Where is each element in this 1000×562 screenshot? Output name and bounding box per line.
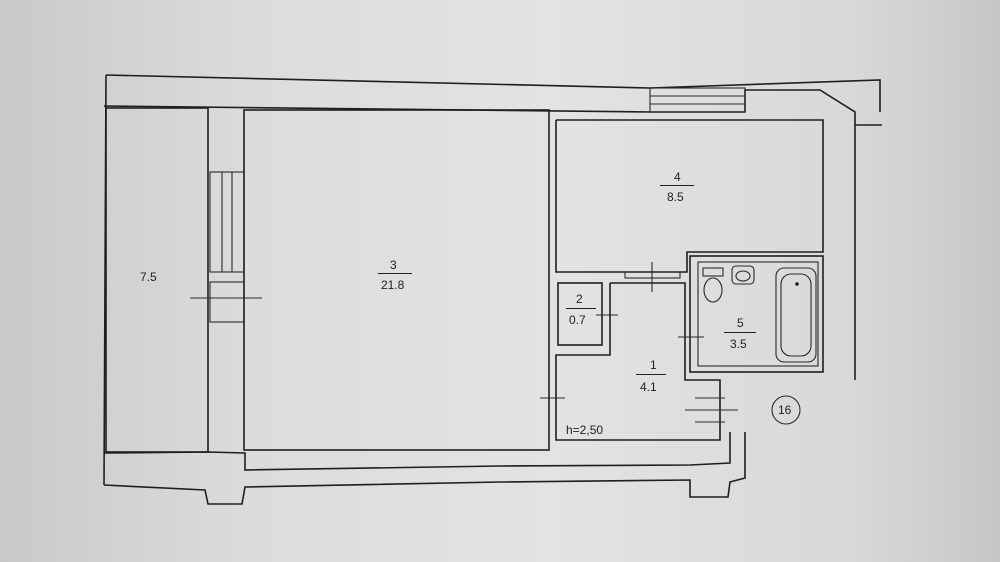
room-4-divider <box>660 185 694 186</box>
bathtub-icon <box>775 267 817 363</box>
toilet-icon <box>702 267 724 303</box>
room-5 <box>689 255 824 373</box>
window-top <box>649 87 746 113</box>
room-2 <box>557 282 603 346</box>
outer-wall-bottom <box>103 432 746 505</box>
sink-icon <box>731 265 755 285</box>
room-balcony <box>105 107 209 453</box>
outer-wall-top <box>105 74 881 112</box>
room-3-divider <box>378 273 412 274</box>
room-1 <box>555 282 721 441</box>
room-1-divider <box>636 374 666 375</box>
room-1-number: 1 <box>650 358 657 372</box>
room-4 <box>555 119 824 273</box>
room-3 <box>243 109 550 451</box>
entrance-door <box>685 397 738 423</box>
room-2-number: 2 <box>576 292 583 306</box>
room-3-area: 21.8 <box>381 278 405 292</box>
room-4-number: 4 <box>674 170 681 184</box>
room-2-divider <box>566 308 596 309</box>
room-4-area: 8.5 <box>667 190 684 204</box>
room-3-number: 3 <box>390 258 397 272</box>
apartment-number: 16 <box>778 403 792 417</box>
bathroom-inner <box>697 261 819 367</box>
room-5-divider <box>724 332 756 333</box>
room-1-area: 4.1 <box>640 380 657 394</box>
ceiling-height: h=2,50 <box>566 423 604 437</box>
door-room-4 <box>624 262 681 292</box>
room-5-number: 5 <box>737 316 744 330</box>
room-7-5-area: 7.5 <box>140 270 157 284</box>
room-2-area: 0.7 <box>569 313 586 327</box>
room-5-area: 3.5 <box>730 337 747 351</box>
inner-wall-bottom <box>103 432 731 471</box>
apartment-number-circle <box>771 395 801 425</box>
